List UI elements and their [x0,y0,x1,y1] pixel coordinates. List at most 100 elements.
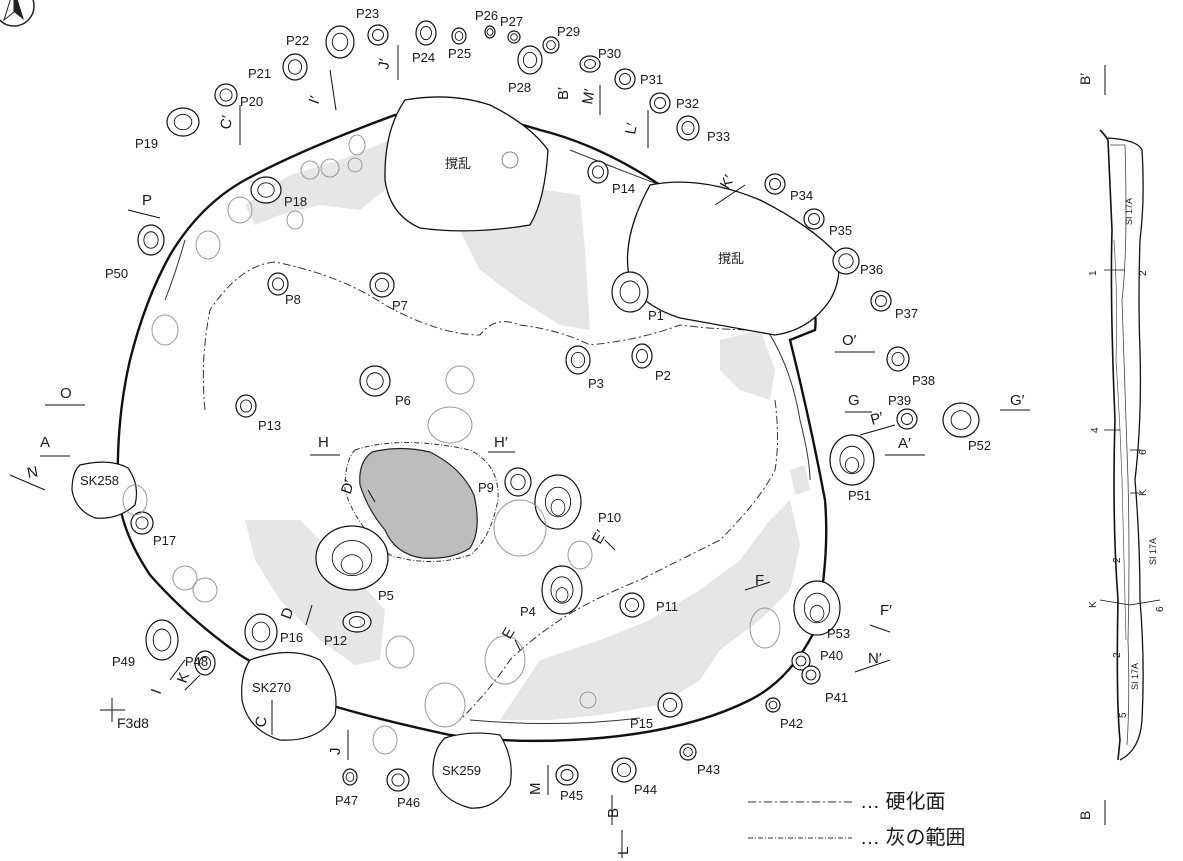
pit-label: P39 [888,393,911,408]
pit-label: P51 [848,488,871,503]
pit-33: P33 [676,115,730,144]
svg-text:4: 4 [1090,427,1101,433]
pit-4: P4 [520,565,583,619]
svg-text:I′: I′ [306,94,324,107]
svg-text:G: G [848,392,860,409]
pit-label: P36 [860,262,883,277]
svg-text:D′: D′ [338,478,359,497]
pit-16: P16 [244,613,303,651]
pit-41: P41 [801,665,848,705]
pit-37: P37 [870,290,918,321]
svg-text:M: M [527,783,544,796]
pit-47: P47 [335,768,358,808]
feature-sk270: SK270 [241,651,337,741]
pit-label: P19 [135,136,158,151]
pit-label: P8 [285,292,301,307]
pit-label: P44 [634,782,657,797]
pit-19: P19 [135,107,200,151]
svg-text:SK259: SK259 [442,763,481,778]
disturbance-label-east: 撹乱 [718,251,744,266]
svg-text:K: K [1138,489,1149,496]
pit-label: P6 [395,393,411,408]
pit-18: P18 [250,176,307,209]
svg-text:F: F [755,572,764,589]
svg-text:H′: H′ [494,434,508,451]
svg-text:K: K [174,670,193,685]
svg-text:5: 5 [1118,712,1129,718]
pit-label: P43 [697,762,720,777]
pit-49: P49 [112,619,179,669]
pit-5: P5 [315,525,394,603]
pits-layer: P1P2P3P4P5P6P7P8P9P10P11P12P13P14P15P16P… [105,6,991,810]
pit-label: P2 [655,368,671,383]
pit-label: P45 [560,788,583,803]
pit-10: P10 [534,474,621,530]
pit-39: P39 [888,393,918,430]
svg-text:P: P [142,192,152,209]
pit-label: P30 [598,46,621,61]
legend-ash-range: … 灰の範囲 [860,826,966,849]
pit-label: P3 [588,376,604,391]
grid-label: F3d8 [117,715,149,731]
svg-text:2: 2 [1138,270,1149,276]
disturbance-label-north: 撹乱 [445,156,471,171]
pit-label: P17 [153,533,176,548]
svg-text:SK270: SK270 [252,680,291,695]
pit-label: P23 [356,6,379,21]
section-profile: B′ B SI 17A 1 2 4 6 K SI 17A 2 K 6 2 SI … [1077,65,1166,825]
pit-label: P47 [335,793,358,808]
pit-label: P7 [392,298,408,313]
pit-label: P22 [286,33,309,48]
svg-text:N′: N′ [868,650,882,667]
pit-45: P45 [555,764,583,803]
pit-label: P11 [656,599,678,614]
svg-text:SI 17A: SI 17A [1124,198,1134,225]
pit-8: P8 [267,272,301,307]
pit-25: P25 [448,27,471,61]
pit-label: P50 [105,266,128,281]
pit-53: P53 [793,580,850,641]
pit-40: P40 [791,648,843,671]
pit-31: P31 [614,68,663,90]
pit-label: P53 [827,626,850,641]
svg-text:P′: P′ [869,409,886,429]
svg-text:SI 17A: SI 17A [1148,538,1158,565]
pit-13: P13 [235,394,281,433]
pit-label: P21 [248,66,271,81]
svg-text:H: H [318,434,329,451]
pit-label: P24 [412,50,435,65]
legend-hardened-surface: … 硬化面 [860,790,946,813]
svg-text:SI 17A: SI 17A [1130,663,1140,690]
pit-24: P24 [412,20,437,65]
minor-pits [122,134,781,755]
pit-35: P35 [803,208,852,238]
pit-label: P34 [790,188,813,203]
pit-48: P48 [185,650,216,676]
svg-text:2: 2 [1112,652,1123,658]
svg-text:B: B [605,808,622,818]
pit-52: P52 [942,402,991,453]
svg-text:I: I [148,687,165,697]
pit-label: P13 [258,418,281,433]
svg-text:B′: B′ [1077,73,1093,85]
pit-label: P5 [378,588,394,603]
pit-36: P36 [832,247,883,277]
pit-12: P12 [324,611,372,648]
pit-label: P29 [557,24,580,39]
svg-text:C′: C′ [217,114,236,131]
svg-text:L: L [615,847,632,855]
pit-20: P20 [214,83,263,109]
svg-text:L′: L′ [622,122,641,136]
pit-label: P9 [478,480,494,495]
pit-label: P10 [598,510,621,525]
pit-46: P46 [386,768,420,810]
pit-label: P15 [630,716,653,731]
svg-text:O′: O′ [842,332,857,349]
pit-2: P2 [631,343,671,383]
svg-text:A′: A′ [898,435,911,452]
pit-43: P43 [679,743,720,777]
pit-38: P38 [886,346,935,388]
pit-21: P21 [248,53,308,81]
hearth-fill [359,447,478,559]
pit-22: P22 [286,25,355,59]
